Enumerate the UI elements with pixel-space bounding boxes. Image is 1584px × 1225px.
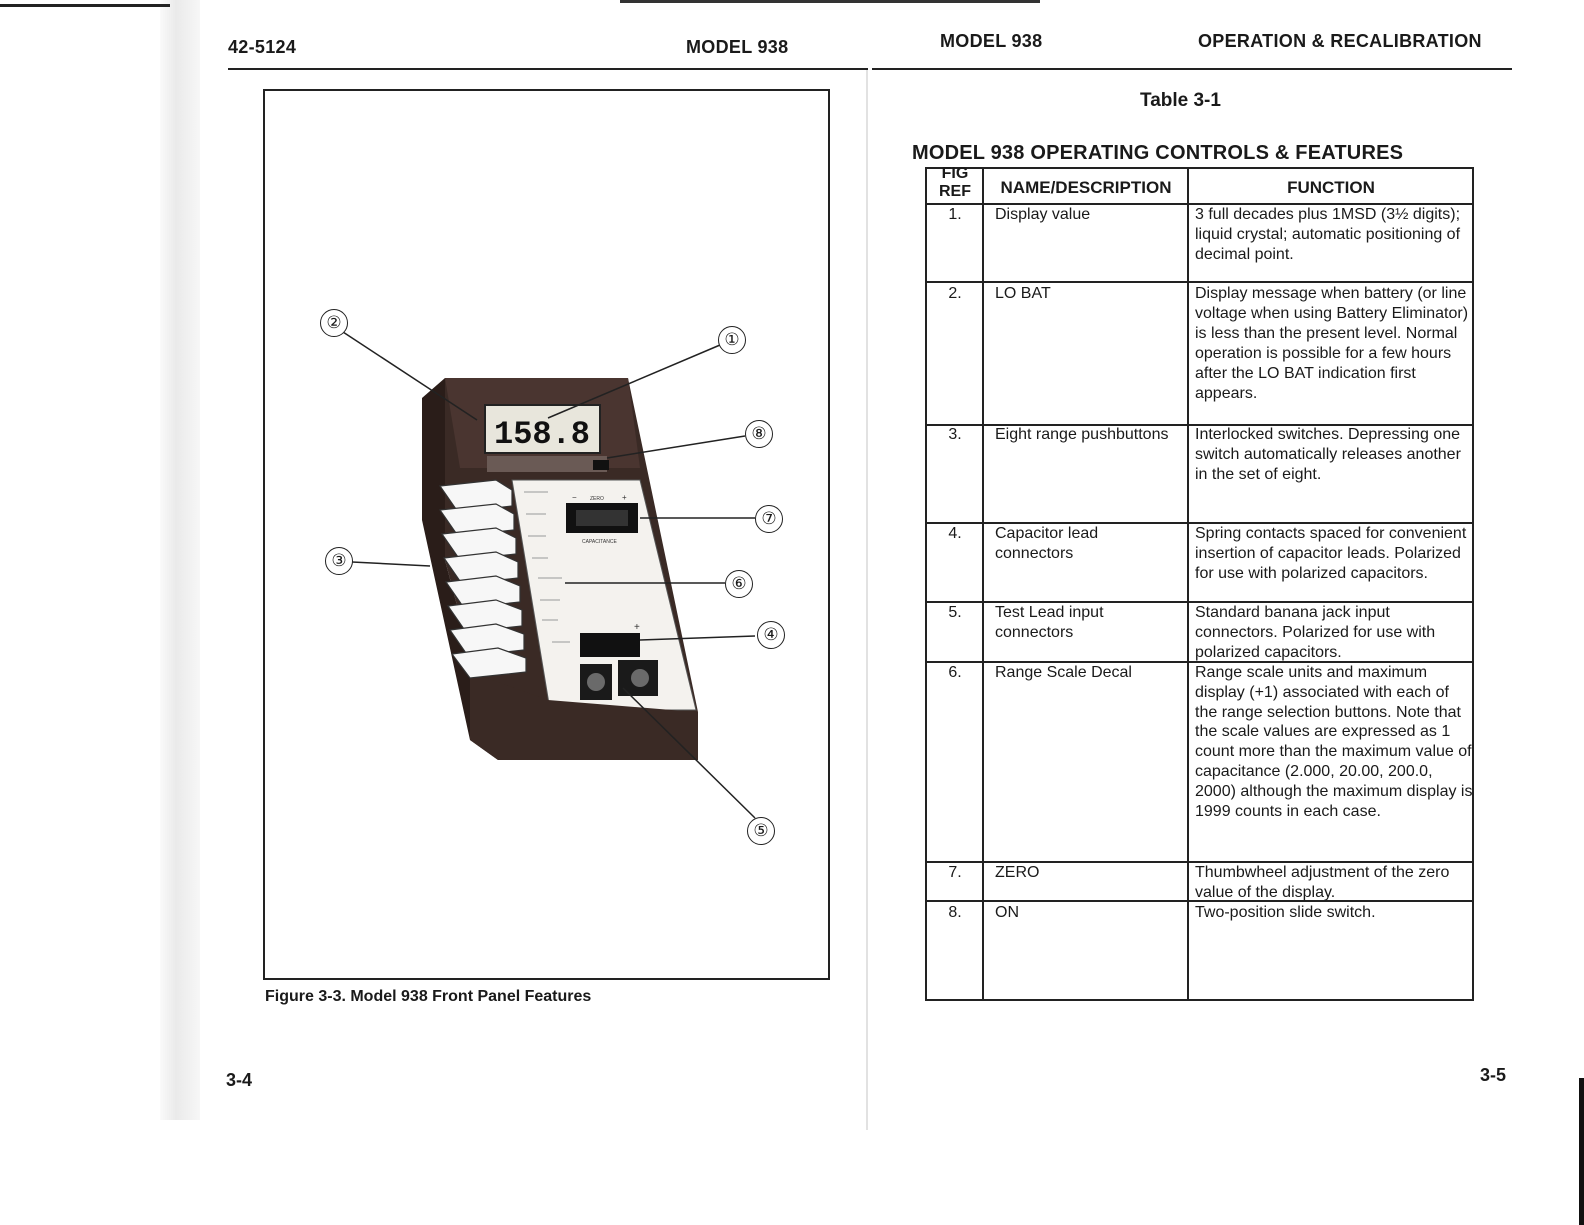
callout-1: ① [718, 326, 746, 354]
scan-edge [1579, 1078, 1584, 1225]
row-ref: 3. [948, 426, 962, 443]
row-name: Display value [995, 206, 1091, 223]
row-divider [927, 661, 1472, 663]
row-ref: 1. [948, 206, 962, 223]
row-function: Two-position slide switch. [1195, 904, 1376, 921]
row-divider [927, 203, 1472, 205]
row-name: ON [995, 904, 1019, 921]
callout-6: ⑥ [725, 570, 753, 598]
zero-label: ZERO [590, 496, 604, 502]
row-name: LO BAT [995, 285, 1051, 302]
row-divider [927, 900, 1472, 902]
scan-shadow [0, 4, 170, 7]
table-heading: MODEL 938 OPERATING CONTROLS & FEATURES [912, 142, 1404, 164]
row-ref: 6. [948, 664, 962, 681]
row-ref: 8. [948, 904, 962, 921]
binding-edge [160, 0, 200, 1120]
row-divider [927, 601, 1472, 603]
row-function: Thumbwheel adjustment of the zero value … [1195, 864, 1450, 901]
figure-caption: Figure 3-3. Model 938 Front Panel Featur… [265, 988, 592, 1005]
row-name: Range Scale Decal [995, 664, 1132, 681]
row-name: Test Lead input connectors [995, 604, 1104, 641]
column-header-ref: FIG REF [939, 165, 971, 200]
figure-frame [263, 89, 830, 980]
book-spine [866, 70, 868, 1130]
callout-3: ③ [325, 547, 353, 575]
row-divider [927, 424, 1472, 426]
row-function: Spring contacts spaced for convenient in… [1195, 525, 1467, 582]
row-function: Interlocked switches. Depressing one swi… [1195, 426, 1461, 483]
callout-5: ⑤ [747, 817, 775, 845]
zero-minus-label: − [572, 493, 577, 502]
controls-table: FIG REF NAME/DESCRIPTION FUNCTION 1. Dis… [925, 165, 1474, 1001]
right-page-number: 3-5 [1480, 1065, 1507, 1085]
row-ref: 5. [948, 604, 962, 621]
row-function: Range scale units and maximum display (+… [1195, 664, 1473, 820]
table-label: Table 3-1 [1140, 90, 1221, 111]
header-rule [872, 68, 1512, 70]
row-name: Eight range pushbuttons [995, 426, 1169, 443]
row-divider [927, 522, 1472, 524]
column-divider [1187, 169, 1189, 999]
row-divider [927, 861, 1472, 863]
row-function: Display message when battery (or line vo… [1195, 285, 1469, 402]
callout-8: ⑧ [745, 420, 773, 448]
left-page-number: 3-4 [226, 1070, 253, 1090]
row-name: Capacitor lead connectors [995, 525, 1099, 562]
callout-2: ② [320, 309, 348, 337]
left-header-title: MODEL 938 [686, 37, 789, 57]
capacitance-label: CAPACITANCE [582, 539, 617, 545]
row-divider [927, 281, 1472, 283]
row-ref: 7. [948, 864, 962, 881]
connector-plus-label: + [634, 622, 640, 633]
zero-plus-label: + [622, 493, 627, 502]
row-ref: 2. [948, 285, 962, 302]
column-header-function: FUNCTION [1287, 178, 1375, 197]
callout-4: ④ [757, 621, 785, 649]
row-name: ZERO [995, 864, 1040, 881]
section-title: OPERATION & RECALIBRATION [1198, 31, 1482, 51]
row-ref: 4. [948, 525, 962, 542]
scan-shadow [620, 0, 1040, 3]
column-divider [982, 169, 984, 999]
callout-7: ⑦ [755, 505, 783, 533]
right-header-title: MODEL 938 [940, 31, 1043, 51]
row-function: 3 full decades plus 1MSD (3½ digits); li… [1195, 206, 1461, 263]
row-function: Standard banana jack input connectors. P… [1195, 604, 1436, 661]
doc-number: 42-5124 [228, 37, 297, 57]
lcd-reading: 158.8 [494, 416, 590, 453]
column-header-name: NAME/DESCRIPTION [1000, 178, 1172, 197]
device-illustration: 158.8 − ZERO + CAPACITANCE + [342, 331, 756, 819]
header-rule [228, 68, 868, 70]
